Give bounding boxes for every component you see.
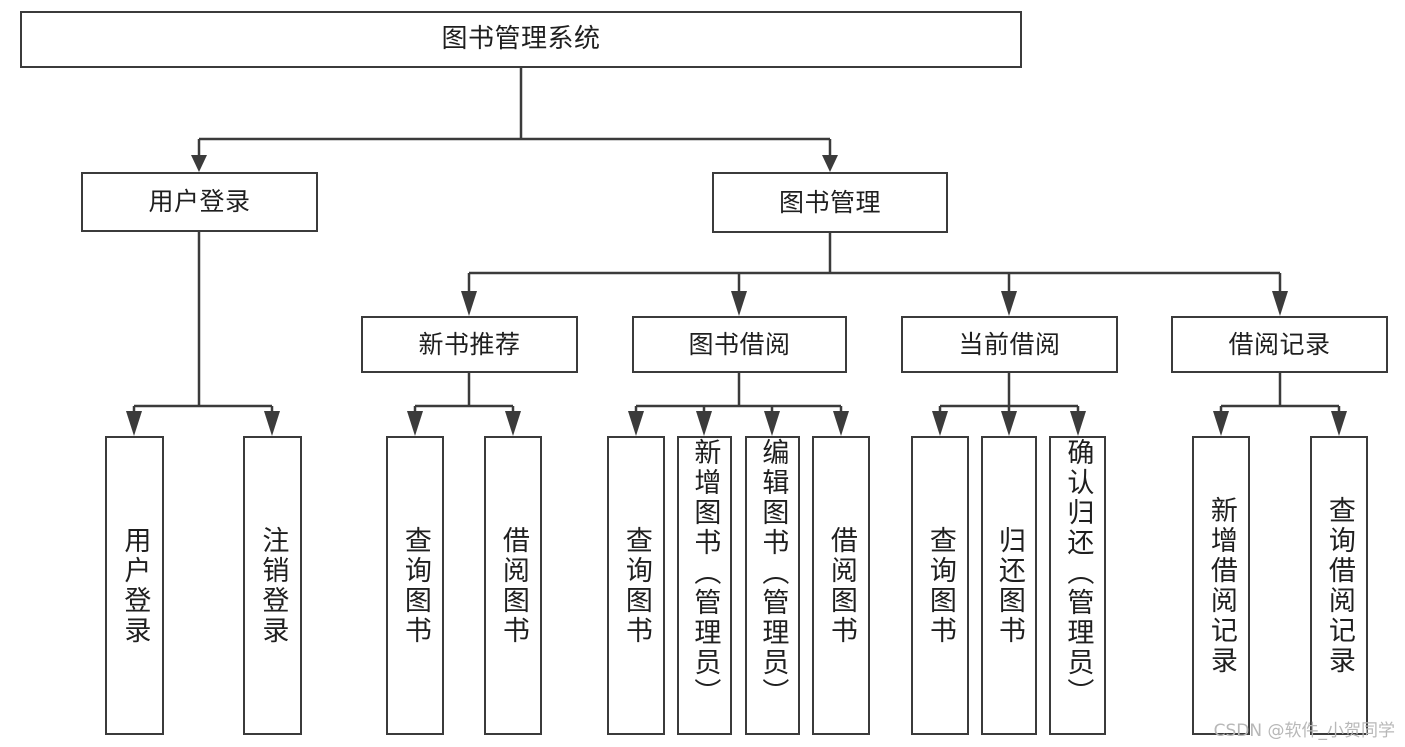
arrow-head-leaf-query-record	[1331, 411, 1347, 436]
arrow-head-leaf-add-book	[696, 411, 712, 436]
node-label: 查询借阅记录	[1323, 495, 1355, 676]
node-new-book-rec[interactable]: 新书推荐	[361, 316, 578, 373]
arrow-head-leaf-user-login	[126, 411, 142, 436]
node-leaf-edit-book[interactable]: 编辑图书（管理员）	[745, 436, 800, 735]
node-leaf-logout[interactable]: 注销登录	[243, 436, 302, 735]
node-label: 用户登录	[119, 525, 151, 646]
arrow-head-leaf-add-record	[1213, 411, 1229, 436]
node-leaf-borrow-book-2[interactable]: 借阅图书	[812, 436, 870, 735]
arrow-head-leaf-edit-book	[764, 411, 780, 436]
node-leaf-query-book-2[interactable]: 查询图书	[607, 436, 665, 735]
node-label: 新增图书（管理员）	[689, 438, 721, 708]
arrow-head-user-login	[191, 155, 207, 172]
arrow-head-book-manage	[822, 155, 838, 172]
node-label: 图书借阅	[688, 329, 791, 359]
watermark-text: CSDN @软件_小贺同学	[1213, 721, 1395, 741]
node-label: 新书推荐	[418, 329, 521, 359]
arrow-head-leaf-return-book	[1001, 411, 1017, 436]
arrow-head-leaf-confirm-return	[1070, 411, 1086, 436]
arrow-head-borrow-record	[1272, 291, 1288, 316]
arrow-head-leaf-query-book-3	[932, 411, 948, 436]
node-label: 借阅记录	[1228, 329, 1331, 359]
node-label: 借阅图书	[497, 525, 529, 646]
node-current-borrow[interactable]: 当前借阅	[901, 316, 1118, 373]
arrow-head-leaf-query-book-2	[628, 411, 644, 436]
node-book-manage[interactable]: 图书管理	[712, 172, 948, 233]
node-leaf-query-book-3[interactable]: 查询图书	[911, 436, 969, 735]
node-leaf-add-record[interactable]: 新增借阅记录	[1192, 436, 1250, 735]
node-label: 图书管理	[778, 187, 881, 217]
node-leaf-user-login[interactable]: 用户登录	[105, 436, 164, 735]
node-leaf-add-book[interactable]: 新增图书（管理员）	[677, 436, 732, 735]
arrow-head-book-borrow	[731, 291, 747, 316]
node-leaf-return-book[interactable]: 归还图书	[981, 436, 1037, 735]
arrow-head-new-book-rec	[461, 291, 477, 316]
arrow-head-leaf-logout	[264, 411, 280, 436]
node-book-borrow[interactable]: 图书借阅	[632, 316, 847, 373]
node-label: 借阅图书	[825, 525, 857, 646]
node-leaf-query-book-1[interactable]: 查询图书	[386, 436, 444, 735]
node-label: 归还图书	[993, 525, 1025, 646]
arrow-head-leaf-borrow-book-2	[833, 411, 849, 436]
node-borrow-record[interactable]: 借阅记录	[1171, 316, 1388, 373]
arrow-head-leaf-borrow-book-1	[505, 411, 521, 436]
node-label: 确认归还（管理员）	[1062, 438, 1094, 708]
node-label: 查询图书	[399, 525, 431, 646]
node-label: 当前借阅	[958, 329, 1061, 359]
node-root-system[interactable]: 图书管理系统	[20, 11, 1022, 68]
arrow-head-leaf-query-book-1	[407, 411, 423, 436]
node-label: 图书管理系统	[441, 24, 601, 55]
node-label: 查询图书	[620, 525, 652, 646]
node-user-login[interactable]: 用户登录	[81, 172, 318, 232]
node-label: 查询图书	[924, 525, 956, 646]
node-label: 编辑图书（管理员）	[757, 438, 789, 708]
node-label: 注销登录	[257, 525, 289, 646]
node-leaf-query-record[interactable]: 查询借阅记录	[1310, 436, 1368, 735]
node-label: 用户登录	[148, 187, 251, 217]
node-leaf-borrow-book-1[interactable]: 借阅图书	[484, 436, 542, 735]
node-leaf-confirm-return[interactable]: 确认归还（管理员）	[1049, 436, 1106, 735]
arrow-head-current-borrow	[1001, 291, 1017, 316]
node-label: 新增借阅记录	[1205, 495, 1237, 676]
